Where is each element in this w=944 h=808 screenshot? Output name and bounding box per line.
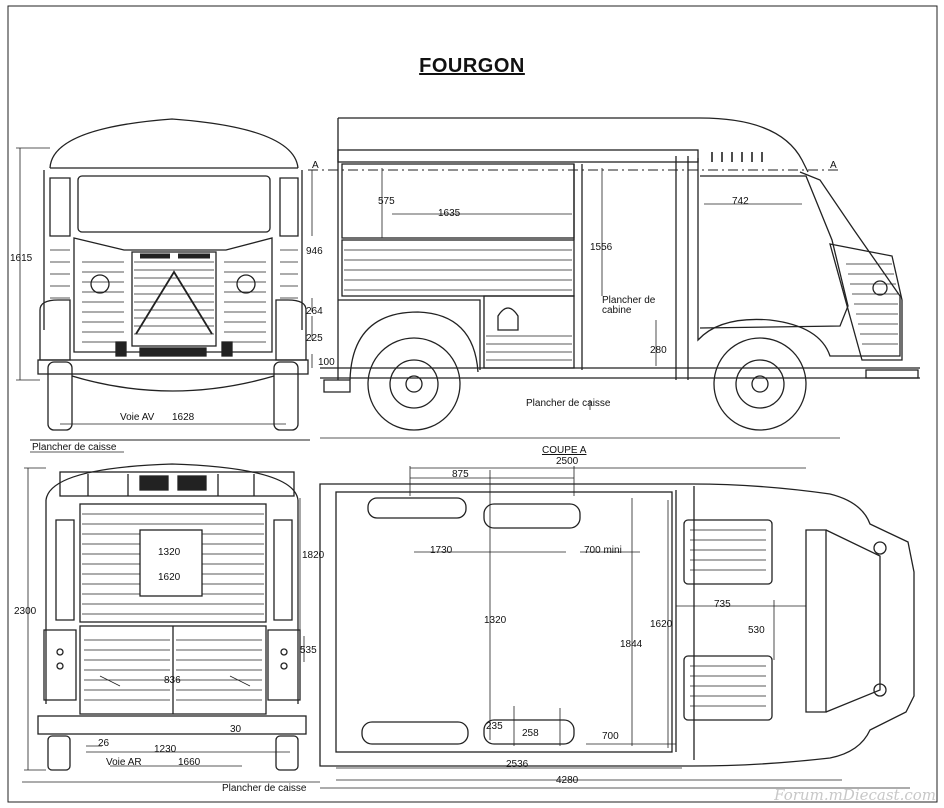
- front-track-value: 1628: [172, 412, 195, 423]
- watermark: Forum.mDiecast.com: [774, 786, 936, 804]
- plan-dim-1620: 1620: [650, 619, 673, 630]
- rear-floor-label: Plancher de caisse: [222, 783, 307, 794]
- plan-dim-235: 235: [486, 721, 503, 732]
- rear-view-drawing: [22, 463, 320, 783]
- plan-dim-1844: 1844: [620, 639, 643, 650]
- plan-dim-1320: 1320: [484, 615, 507, 626]
- plan-dim-700-mini: 700 mini: [584, 545, 622, 556]
- cabin-floor-label-1: Plancher de: [602, 295, 656, 306]
- rear-dim-1820: 1820: [302, 550, 325, 561]
- side-dim-225: 225: [306, 333, 323, 344]
- plan-dim-530: 530: [748, 625, 765, 636]
- plan-dim-4280: 4280: [556, 775, 579, 786]
- side-dim-1556: 1556: [590, 242, 613, 253]
- rear-track-value: 1660: [178, 757, 201, 768]
- rear-dim-1320: 1320: [158, 547, 181, 558]
- plan-dim-875: 875: [452, 469, 469, 480]
- rear-dim-30: 30: [230, 724, 242, 735]
- rear-track-label: Voie AR: [106, 757, 142, 768]
- rear-dim-2300: 2300: [14, 606, 37, 617]
- rear-dim-836: 836: [164, 675, 181, 686]
- plan-dim-2536: 2536: [506, 759, 529, 770]
- plan-view-drawing: [319, 466, 915, 789]
- front-track-label: Voie AV: [120, 412, 155, 423]
- plan-dim-2500: 2500: [556, 456, 579, 467]
- front-view-drawing: [16, 118, 310, 453]
- rear-dim-26: 26: [98, 738, 110, 749]
- drawing-title: FOURGON: [419, 55, 525, 77]
- side-dim-280: 280: [650, 345, 667, 356]
- side-dim-264: 264: [306, 306, 323, 317]
- side-dim-575: 575: [378, 196, 395, 207]
- rear-dim-1230: 1230: [154, 744, 177, 755]
- body-floor-label: Plancher de caisse: [526, 398, 611, 409]
- front-floor-label: Plancher de caisse: [32, 442, 117, 453]
- front-height-dim: 1615: [10, 253, 33, 264]
- plan-dim-735: 735: [714, 599, 731, 610]
- section-marker-left: A: [312, 160, 319, 171]
- plan-dim-700: 700: [602, 731, 619, 742]
- side-dim-100: 100: [318, 357, 335, 368]
- side-view-drawing: [308, 117, 920, 439]
- side-dim-742: 742: [732, 196, 749, 207]
- side-dim-1635: 1635: [438, 208, 461, 219]
- plan-dim-1730: 1730: [430, 545, 453, 556]
- rear-dim-535: 535: [300, 645, 317, 656]
- cabin-floor-label-2: cabine: [602, 305, 632, 316]
- plan-dim-258: 258: [522, 728, 539, 739]
- side-dim-946: 946: [306, 246, 323, 257]
- section-title: COUPE A: [542, 445, 587, 456]
- section-marker-right: A: [830, 160, 837, 171]
- rear-dim-1620: 1620: [158, 572, 181, 583]
